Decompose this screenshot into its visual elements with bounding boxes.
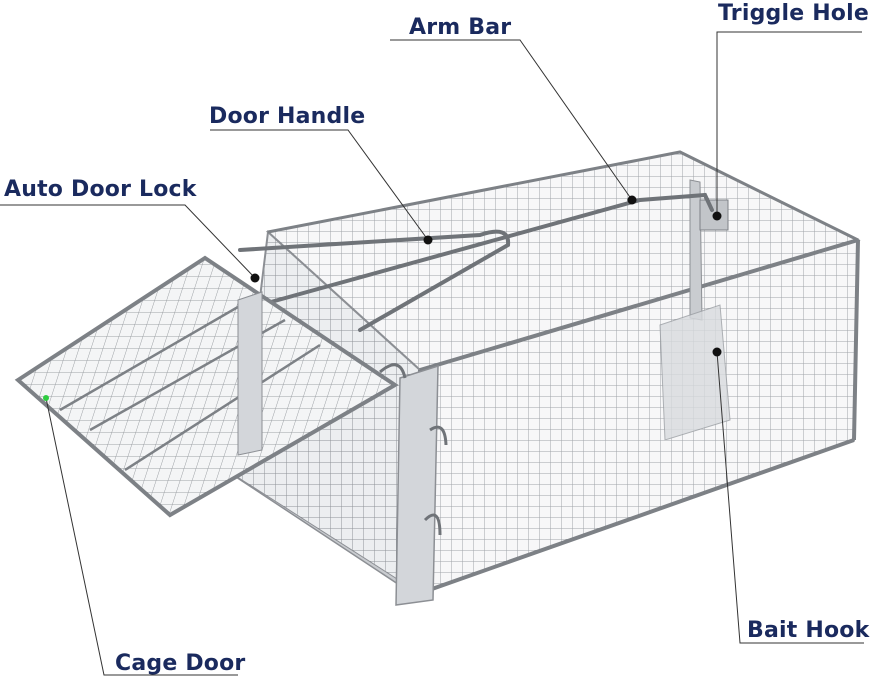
bait-plate	[659, 304, 731, 441]
leader-auto-door-lock	[0, 204, 256, 279]
marker-door-handle	[423, 235, 433, 245]
label-bait-hook: Bait Hook	[747, 618, 870, 643]
label-triggle-hole: Triggle Hole	[718, 1, 869, 26]
marker-bait-hook	[712, 347, 722, 357]
marker-auto-door-lock	[250, 273, 260, 283]
door-frame-plate	[395, 364, 439, 606]
marker-triggle-hole	[712, 211, 722, 221]
marker-cage-door	[43, 395, 49, 401]
arm-bar-rod	[258, 192, 714, 307]
leader-door-handle	[210, 129, 429, 241]
door-handle-rod	[238, 229, 511, 332]
leader-arm-bar	[390, 39, 633, 201]
label-cage-door: Cage Door	[115, 651, 246, 676]
leader-bait-hook	[716, 351, 864, 644]
leader-triggle-hole	[716, 31, 862, 216]
leader-cage-door	[45, 397, 238, 676]
marker-arm-bar	[627, 195, 637, 205]
door-lock-plate	[237, 291, 263, 456]
label-auto-door-lock: Auto Door Lock	[4, 177, 197, 202]
label-door-handle: Door Handle	[209, 104, 366, 129]
label-arm-bar: Arm Bar	[409, 15, 512, 40]
